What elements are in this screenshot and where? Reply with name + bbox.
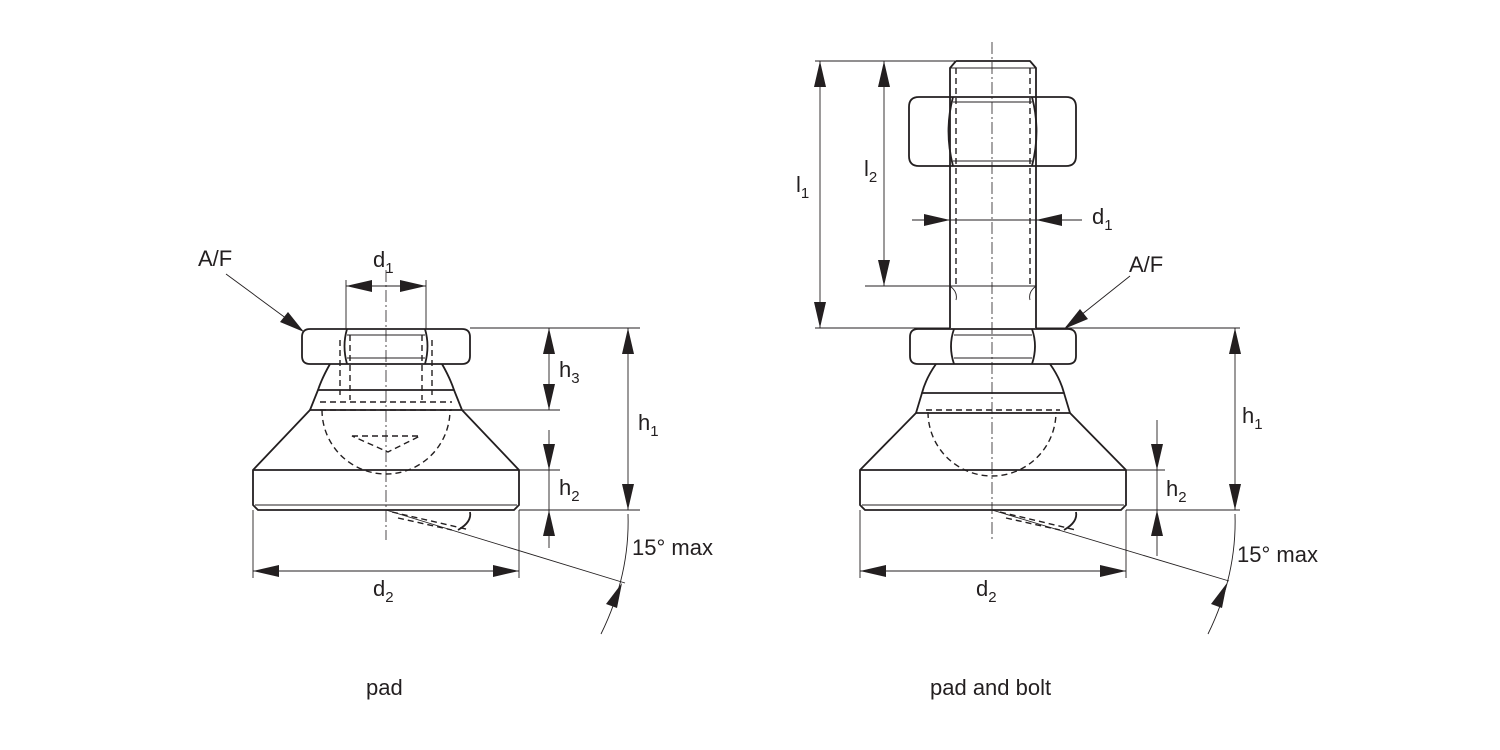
pad-h3-dimension <box>543 328 555 410</box>
bolt-lower-hex-nut <box>909 328 1077 365</box>
bolt-d1-label: d1 <box>1092 204 1113 234</box>
bolt-l1-label: l1 <box>796 172 809 202</box>
bolt-h2-label: h2 <box>1166 476 1187 506</box>
bolt-h1-label: h1 <box>1242 403 1263 433</box>
bolt-pad-hidden-lines <box>926 409 1078 531</box>
pad-cone <box>252 409 520 471</box>
bolt-angle-line <box>991 509 1230 582</box>
pad-h3-label: h3 <box>559 357 580 387</box>
pad-h1-dimension <box>622 328 634 510</box>
pad-neck <box>317 363 455 391</box>
pad-d2-label: d2 <box>373 576 394 606</box>
pad-angle-arc <box>600 513 629 635</box>
bolt-d1-dimension <box>912 214 1082 226</box>
bolt-h2-dimension <box>1151 420 1163 556</box>
bolt-l2-dimension <box>878 61 890 286</box>
pad-af-leader <box>225 273 304 332</box>
pad-d2-dimension <box>253 565 519 577</box>
pad-and-bolt-view: l1 l2 d1 A/F h1 h2 d2 15° max pad and bo… <box>796 42 1318 700</box>
bolt-af-label: A/F <box>1129 252 1163 277</box>
bolt-pad-cone <box>859 412 1127 471</box>
bolt-l2-label: l2 <box>864 156 877 186</box>
pad-hidden-lines <box>320 335 472 531</box>
pad-d1-dimension <box>346 280 426 292</box>
pad-h2-label: h2 <box>559 475 580 505</box>
bolt-d2-dimension <box>860 565 1126 577</box>
bolt-pad-neck <box>921 363 1065 394</box>
bolt-af-leader <box>1064 275 1131 329</box>
pad-caption: pad <box>366 675 403 700</box>
bolt-shank <box>949 60 1037 328</box>
bolt-angle-arc <box>1207 513 1236 635</box>
bolt-l1-dimension <box>814 61 826 328</box>
pad-angle-line <box>385 509 626 584</box>
pad-d1-label: d1 <box>373 247 394 277</box>
pad-h2-dimension <box>543 430 555 548</box>
bolt-angle-label: 15° max <box>1237 542 1318 567</box>
pad-af-label: A/F <box>198 246 232 271</box>
pad-view: A/F d1 d2 h3 h2 h1 15° max pad <box>198 246 713 700</box>
pad-angle-label: 15° max <box>632 535 713 560</box>
pad-h1-label: h1 <box>638 410 659 440</box>
pad-hex-nut <box>301 328 471 365</box>
pad-and-bolt-caption: pad and bolt <box>930 675 1051 700</box>
bolt-d2-label: d2 <box>976 576 997 606</box>
bolt-upper-hex-nut <box>908 96 1077 167</box>
bolt-h1-dimension <box>1229 328 1241 510</box>
